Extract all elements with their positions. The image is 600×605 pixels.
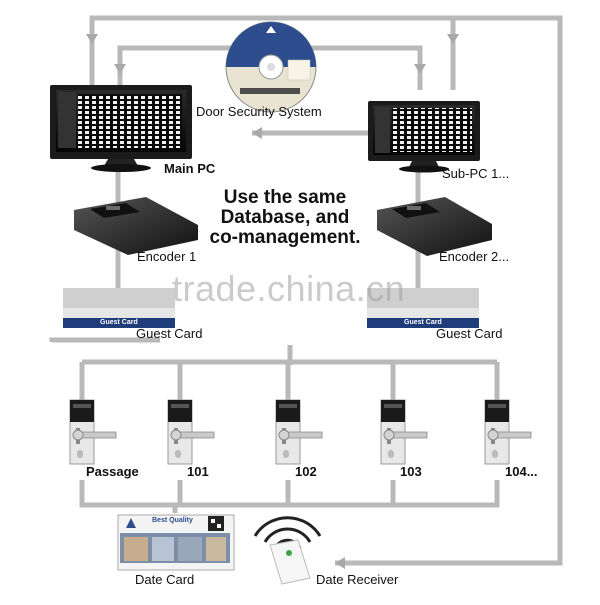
date-card-image (117, 514, 235, 571)
lock-label-103: 103 (400, 464, 422, 479)
guest-card-1-stripe-text: Guest Card (100, 319, 138, 326)
door-lock-102 (275, 399, 323, 465)
main-pc-monitor (50, 85, 192, 172)
door-lock-passage (69, 399, 117, 465)
sub-pc-label: Sub-PC 1... (442, 166, 510, 181)
headline-line-3: co-management. (209, 227, 361, 248)
system-title: Door Security System (196, 104, 322, 119)
arrow-left (252, 127, 262, 139)
door-lock-103 (380, 399, 428, 465)
door-lock-101 (167, 399, 215, 465)
headline-line-1: Use the same (223, 187, 347, 208)
arrow-down-3 (114, 64, 126, 74)
software-disc (225, 21, 317, 113)
arrowheads (86, 34, 459, 569)
date-card-badge: Best Quality (152, 517, 193, 524)
guest-card-2-stripe-text: Guest Card (404, 319, 442, 326)
arrow-down-1 (86, 34, 98, 44)
encoder-2-label: Encoder 2... (439, 249, 510, 264)
arrow-down-4 (414, 64, 426, 74)
door-lock-104 (484, 399, 532, 465)
sub-pc-monitor (368, 101, 480, 173)
headline: Use the same Database, and co-management… (168, 188, 402, 248)
date-receiver-label: Date Receiver (316, 572, 399, 587)
encoder-1-label: Encoder 1 (137, 249, 197, 264)
encoder-1-device (74, 197, 198, 255)
door-locks (69, 399, 532, 465)
watermark: trade.china.cn (172, 268, 406, 309)
encoder-2-device (377, 197, 492, 256)
arrow-receiver (335, 557, 345, 569)
lock-label-101: 101 (187, 464, 209, 479)
guest-card-2-image (367, 288, 479, 328)
guest-card-2-label: Guest Card (436, 326, 503, 341)
lock-label-passage: Passage (86, 464, 139, 479)
date-card-label: Date Card (135, 572, 195, 587)
date-receiver-device (253, 516, 322, 585)
main-pc-label: Main PC (164, 161, 216, 176)
headline-line-2: Database, and (220, 207, 350, 228)
arrow-down-2 (447, 34, 459, 44)
guest-card-1-image (63, 288, 175, 328)
lock-label-102: 102 (295, 464, 317, 479)
lock-label-104: 104... (505, 464, 538, 479)
guest-card-1-label: Guest Card (136, 326, 203, 341)
